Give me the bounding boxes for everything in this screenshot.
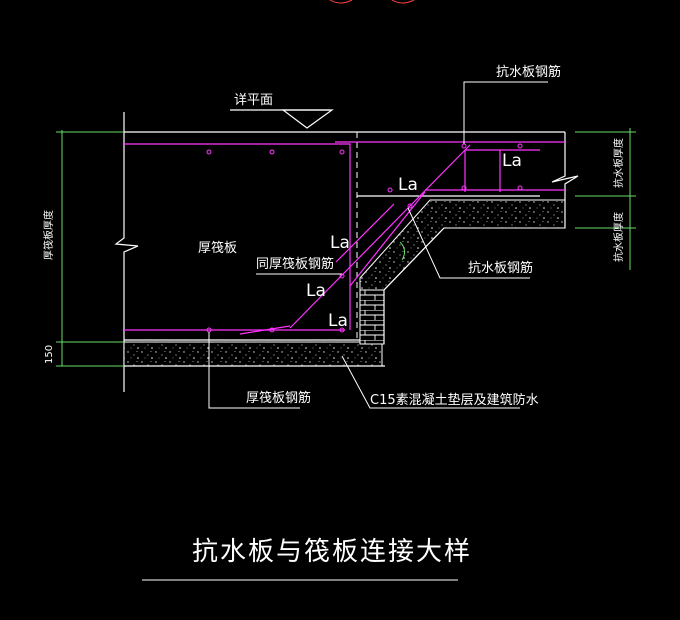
left-break-line [114,112,139,392]
la-label-3: La [328,311,348,331]
anti-water-thickness-dim-label: 抗水板厚度 [612,138,625,188]
anti-water-rebar-mid-leader [407,207,530,279]
right-dimension [575,128,636,270]
thick-raft-rebar-leader [208,332,300,409]
raft-thickness-dim-label: 厚筏板厚度 [42,210,55,260]
la-label-4: La [398,175,418,195]
anti-water-rebar-top-leader [463,81,548,144]
slope-angle-mark [399,241,406,261]
left-dimension [56,130,124,367]
level-triangle-symbol [281,109,334,129]
la-label-1: La [330,233,350,253]
anti-water-thickness-dim-label-2: 抗水板厚度 [612,212,625,262]
thick-raft-label: 厚筏板 [198,240,237,256]
top-arcs [329,0,415,4]
design-level-label: 详平面 [234,93,273,108]
cushion-dim-label: 150 [44,345,55,364]
right-break-line [551,132,579,228]
brick-wall [359,281,385,345]
la-label-5: La [502,151,522,171]
drawing-title: 抗水板与筏板连接大样 [192,537,472,567]
thick-raft-rebar-label: 厚筏板钢筋 [246,390,311,406]
anti-water-rebar-top-label: 抗水板钢筋 [496,64,561,80]
cushion-under-raft [123,341,383,367]
c15-cushion-leader [341,355,520,409]
anti-water-rebar-mid-label: 抗水板钢筋 [468,260,533,276]
step-outline [383,227,445,344]
c15-cushion-label: C15素混凝土垫层及建筑防水 [370,392,539,408]
rebar-group [124,141,565,335]
la-label-2: La [306,281,326,301]
same-raft-rebar-label: 同厚筏板钢筋 [256,256,334,272]
slope-cushion [359,199,566,291]
